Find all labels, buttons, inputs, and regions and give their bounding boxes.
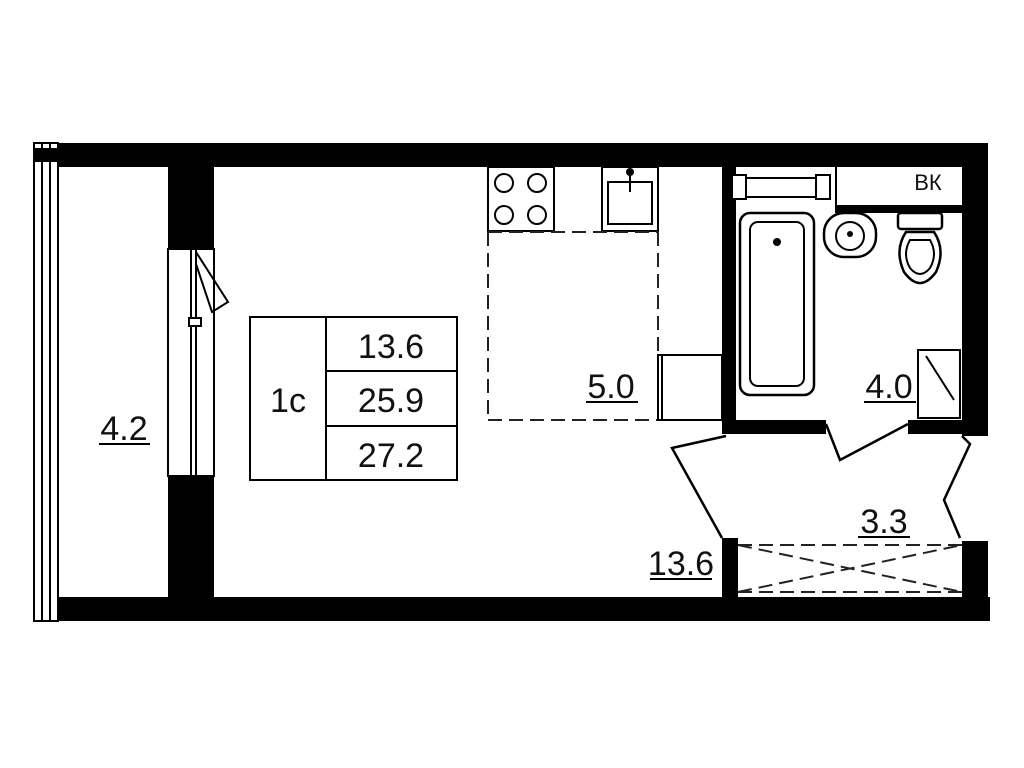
exterior-walls — [58, 143, 990, 621]
kitchen-zone — [487, 166, 723, 421]
living-area-value: 13.6 — [358, 328, 424, 366]
entrance-door-right — [942, 435, 972, 539]
toilet-tank — [896, 211, 944, 231]
entry-wall-left — [722, 538, 738, 621]
balcony-glazing — [33, 142, 59, 622]
washbasin — [822, 211, 878, 259]
bathroom-left-wall — [722, 167, 736, 434]
bathroom-door — [824, 422, 909, 462]
total-area-value: 25.9 — [358, 382, 424, 420]
bathroom-bottom-wall-left — [722, 420, 826, 434]
bathtub — [738, 211, 816, 397]
apartment-type-label: 1с — [270, 382, 306, 420]
total-with-balcony-value: 27.2 — [358, 437, 424, 475]
balcony-area-label: 4.2 — [100, 410, 147, 448]
main-room-area-label: 13.6 — [648, 545, 714, 583]
shaft-wall — [836, 205, 962, 213]
room-labels: 4.2 5.0 4.0 3.3 13.6 ВК — [99, 170, 942, 583]
summary-table: 1с 13.6 25.9 27.2 — [249, 316, 458, 481]
bathroom-area-label: 4.0 — [865, 368, 912, 406]
fridge-niche — [657, 354, 723, 421]
balcony-wall-top — [168, 143, 214, 249]
balcony-door — [167, 248, 230, 477]
interior-walls — [722, 167, 964, 621]
hallway-area-label: 3.3 — [860, 503, 907, 541]
entrance-door-left — [670, 434, 727, 539]
right-wall-lower — [962, 541, 988, 621]
ventilation-label: ВК — [914, 170, 942, 195]
doors — [670, 422, 972, 593]
washer-niche — [917, 349, 961, 419]
balcony-wall-bottom — [168, 476, 214, 621]
kitchen-sink — [601, 166, 659, 232]
bathroom-bottom-wall-right — [908, 420, 964, 434]
bathroom-vent-openings — [731, 174, 831, 200]
right-wall — [962, 143, 988, 436]
toilet — [898, 230, 942, 285]
bathroom-fixtures — [738, 211, 961, 419]
kitchen-area-label: 5.0 — [587, 368, 634, 406]
